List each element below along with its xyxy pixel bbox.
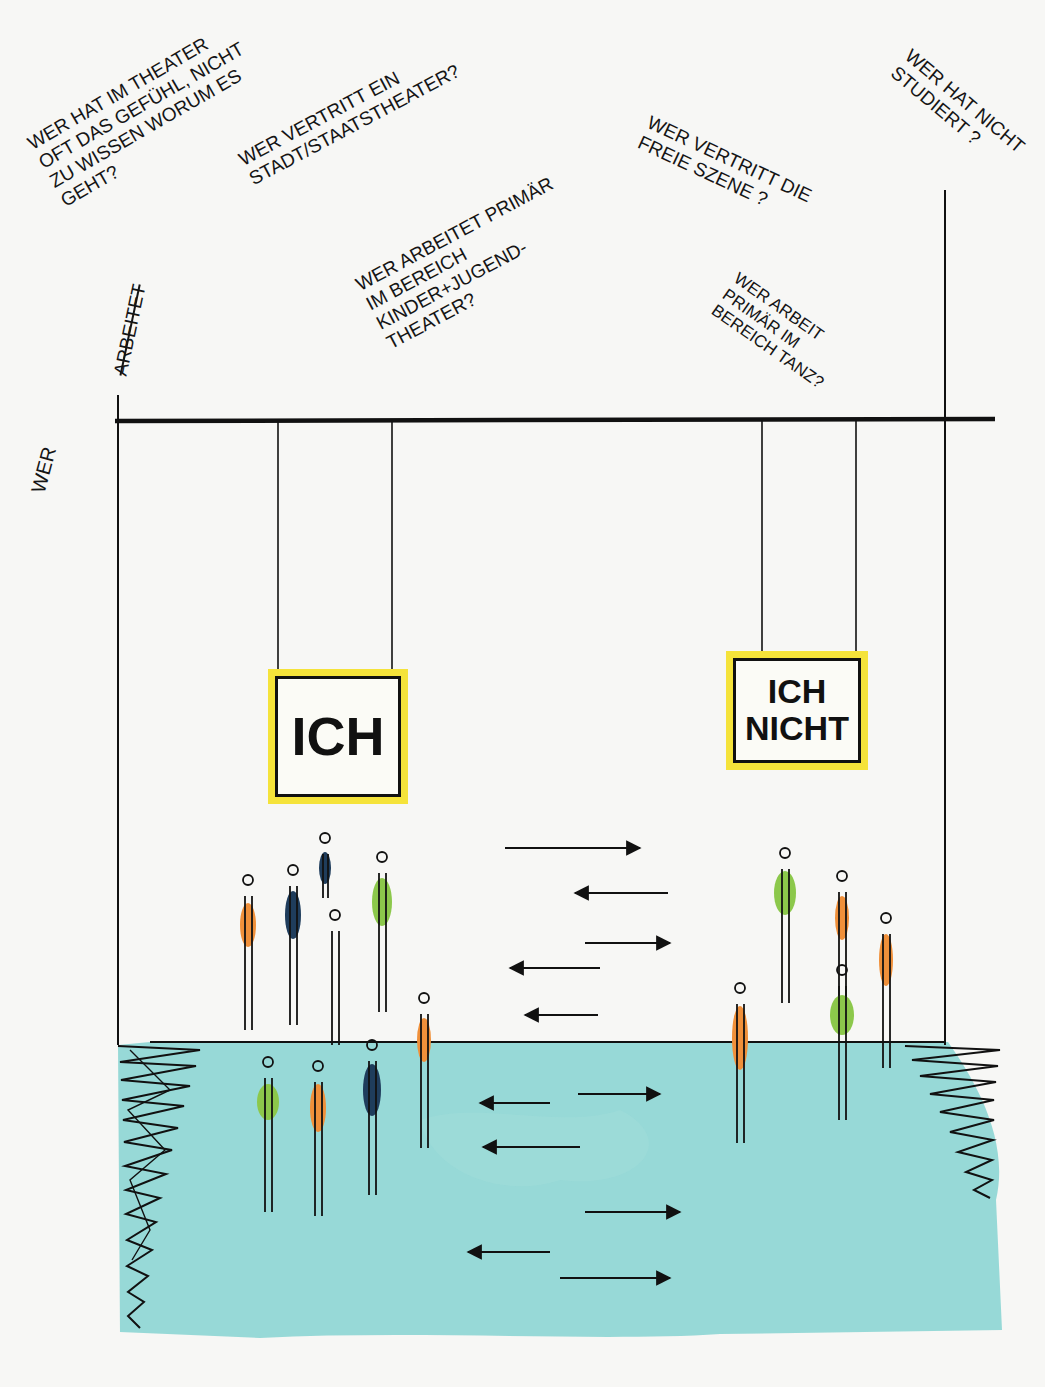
question-note: WER ARBEITET PRIMÄR IM BEREICH KINDER+JU… bbox=[352, 171, 592, 354]
hanging-sign: ICH NICHT bbox=[733, 658, 861, 763]
stage-side bbox=[944, 190, 946, 1045]
corner-scribble bbox=[118, 1046, 200, 1328]
hanging-string bbox=[391, 421, 393, 676]
stage-side bbox=[117, 395, 119, 1045]
question-note: WER VERTRITT EIN STADT/STAATSTHEATER? bbox=[235, 10, 520, 189]
stage-back-edge bbox=[150, 1041, 945, 1043]
question-note: WER VERTRITT DIE FREIE SZENE ? bbox=[635, 112, 862, 249]
question-note: WER bbox=[27, 444, 61, 495]
hanging-string bbox=[761, 420, 763, 658]
sign-text: ICH NICHT bbox=[742, 673, 852, 748]
hanging-string bbox=[855, 420, 857, 658]
movement-arrows bbox=[468, 848, 680, 1278]
person-figures bbox=[240, 833, 893, 1216]
stage-floor bbox=[118, 1042, 1002, 1338]
question-note: WER HAT IM THEATER OFT DAS GEFÜHL, NICHT… bbox=[24, 13, 280, 211]
corner-scribble bbox=[128, 1050, 170, 1260]
sign-text: ICH bbox=[284, 707, 392, 766]
corner-scribble bbox=[905, 1046, 1000, 1198]
question-note: WER HAT NICHT STUDIERT ? bbox=[887, 45, 1030, 175]
hanging-sign: ICH bbox=[275, 676, 401, 797]
hanging-string bbox=[277, 421, 279, 676]
floor-blotch bbox=[420, 1110, 649, 1186]
question-note: ARBEITET bbox=[110, 282, 151, 377]
batten bbox=[115, 419, 995, 421]
question-note: WER ARBEIT PRIMÄR IM BEREICH TANZ? bbox=[708, 269, 877, 412]
